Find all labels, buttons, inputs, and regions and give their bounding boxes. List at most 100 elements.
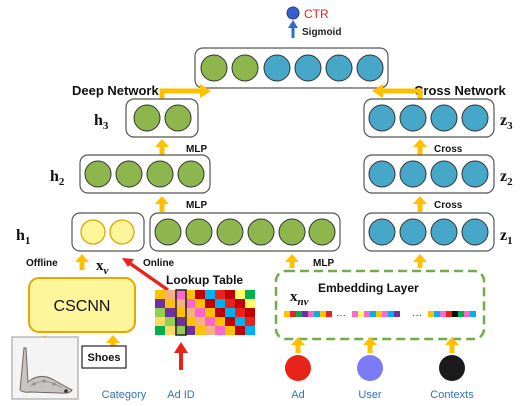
h2-label: h2 [50, 168, 65, 188]
lookup-cell [165, 317, 175, 326]
lookup-cell [215, 326, 225, 335]
ad-id-label: Ad ID [167, 389, 195, 401]
lookup-cell [215, 308, 225, 317]
z1-box [363, 212, 495, 252]
ad-label: Ad [291, 389, 304, 401]
cross-network-title: Cross Network [414, 83, 507, 98]
lookup-cell [225, 326, 235, 335]
lookup-cell [235, 308, 245, 317]
lookup-cell [175, 326, 185, 335]
z3-box [363, 98, 495, 138]
lookup-cell [215, 290, 225, 299]
lookup-cell [185, 326, 195, 335]
cross-to-top-arrow [378, 88, 423, 100]
lookup-cell [165, 299, 175, 308]
xv-label: xv [96, 258, 109, 277]
embedding-vector-contexts [428, 311, 476, 317]
contexts-input-circle [439, 355, 465, 381]
ad-input-circle [285, 355, 311, 381]
z1-label: z1 [500, 227, 513, 247]
z2-label: z2 [500, 168, 513, 188]
lookup-cell [245, 326, 255, 335]
lookup-cell [175, 317, 185, 326]
embedding-vector-ad [284, 311, 332, 317]
embedding-ellipsis-2: ··· [412, 310, 422, 321]
lookup-cell [225, 317, 235, 326]
lookup-cell [205, 299, 215, 308]
lookup-cell [195, 308, 205, 317]
h2-box [79, 154, 211, 194]
mlp-label-h1: MLP [313, 258, 334, 269]
lookup-cell [185, 290, 195, 299]
lookup-cell [195, 290, 205, 299]
embedding-ellipsis-1: ··· [336, 310, 346, 321]
ctr-label: CTR [304, 7, 329, 21]
ctr-dot [286, 6, 300, 20]
lookup-cell [205, 326, 215, 335]
cscnn-box [28, 277, 136, 333]
lookup-cell [225, 299, 235, 308]
online-label: Online [143, 258, 175, 269]
user-label: User [358, 389, 382, 401]
cross-label-z2: Cross [434, 200, 463, 211]
lookup-cell [245, 290, 255, 299]
lookup-cell [235, 326, 245, 335]
lookup-cell [245, 299, 255, 308]
lookup-cell [175, 299, 185, 308]
embedding-vector-user [352, 311, 400, 317]
lookup-cell [215, 317, 225, 326]
lookup-cell [155, 299, 165, 308]
lookup-cell [205, 317, 215, 326]
sigmoid-label: Sigmoid [302, 27, 341, 38]
lookup-cell [155, 317, 165, 326]
lookup-cell [185, 299, 195, 308]
embedding-layer-box [274, 269, 486, 341]
deep-to-top-arrow [159, 88, 205, 100]
lookup-cell [175, 308, 185, 317]
xnv-label: xnv [290, 289, 309, 308]
lookup-cell [205, 308, 215, 317]
lookup-cell [165, 326, 175, 335]
z2-box [363, 154, 495, 194]
lookup-table-grid [155, 290, 255, 335]
lookup-cell [165, 308, 175, 317]
category-label: Category [102, 389, 147, 401]
lookup-cell [155, 308, 165, 317]
lookup-cell [245, 308, 255, 317]
mlp-label-h3: MLP [186, 144, 207, 155]
lookup-cell [235, 317, 245, 326]
z3-label: z3 [500, 112, 513, 132]
contexts-label: Contexts [430, 389, 474, 401]
shoe-image [19, 347, 73, 394]
lookup-cell [185, 317, 195, 326]
lookup-cell [185, 308, 195, 317]
cscnn-label: CSCNN [54, 298, 111, 315]
cross-label-z3: Cross [434, 144, 463, 155]
lookup-cell [155, 326, 165, 335]
shoes-label-box [81, 345, 127, 369]
lookup-cell [215, 299, 225, 308]
lookup-cell [245, 317, 255, 326]
embedding-layer-label: Embedding Layer [318, 281, 419, 295]
lookup-to-xv-arrow [126, 260, 170, 292]
lookup-cell [195, 317, 205, 326]
mlp-label-h2: MLP [186, 200, 207, 211]
lookup-selected-column [175, 289, 187, 336]
shoes-label: Shoes [87, 352, 120, 364]
h1-label: h1 [16, 227, 30, 247]
lookup-table-label: Lookup Table [166, 273, 243, 287]
lookup-cell [205, 290, 215, 299]
lookup-cell [235, 299, 245, 308]
lookup-cell [175, 290, 185, 299]
lookup-cell [155, 290, 165, 299]
lookup-cell [165, 290, 175, 299]
deep-network-title: Deep Network [72, 83, 159, 98]
user-input-circle [357, 355, 383, 381]
h3-label: h3 [94, 112, 109, 132]
offline-label: Offline [26, 258, 58, 269]
lookup-cell [235, 290, 245, 299]
lookup-cell [225, 308, 235, 317]
lookup-cell [195, 326, 205, 335]
